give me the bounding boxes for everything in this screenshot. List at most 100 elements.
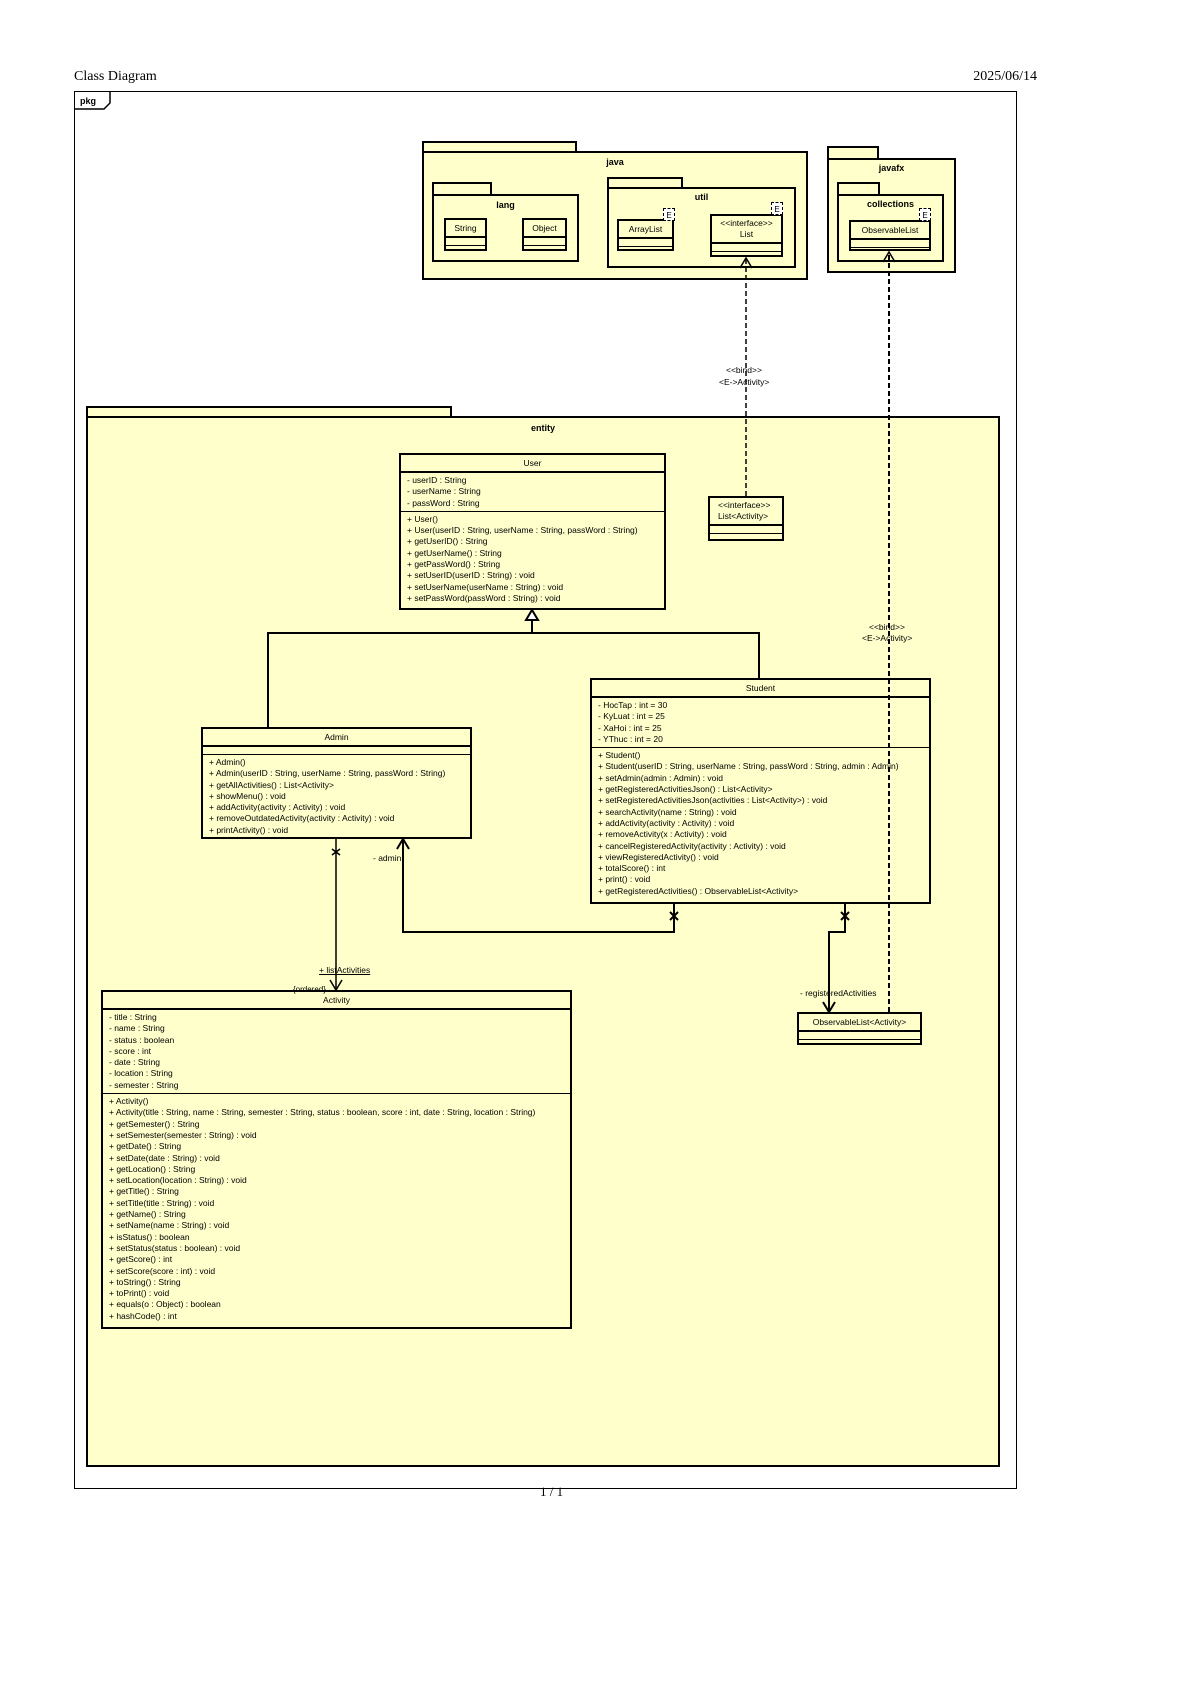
method[interactable]: + setPassWord(passWord : String) : void (407, 592, 561, 603)
attributes-compartment (524, 238, 565, 246)
methods-compartment: + Activity()+ Activity(title : String, n… (103, 1094, 570, 1324)
page-title: Class Diagram (74, 69, 157, 84)
method[interactable]: + getUserName() : String (407, 547, 502, 558)
method[interactable]: + addActivity(activity : Activity) : voi… (209, 802, 346, 813)
method[interactable]: + getUserID() : String (407, 536, 488, 547)
class-list-activity[interactable]: <<interface>>List<Activity> (708, 496, 784, 541)
class-title: ObservableList<Activity> (812, 1017, 907, 1027)
method[interactable]: + searchActivity(name : String) : void (598, 806, 737, 817)
method[interactable]: + removeOutdatedActivity(activity : Acti… (209, 813, 395, 824)
method[interactable]: + Activity(title : String, name : String… (109, 1107, 536, 1118)
method[interactable]: + hashCode() : int (109, 1310, 177, 1321)
ordered-constraint: {ordered} (293, 985, 326, 994)
attribute[interactable]: - semester : String (109, 1079, 179, 1090)
class-observablelist[interactable]: ObservableList (849, 220, 931, 251)
class-activity[interactable]: Activity- title : String- name : String-… (101, 990, 572, 1329)
diagram-frame (74, 91, 1017, 1489)
method[interactable]: + toString() : String (109, 1276, 181, 1287)
attribute[interactable]: - title : String (109, 1012, 157, 1022)
attribute[interactable]: - XaHoi : int = 25 (598, 722, 662, 733)
method[interactable]: + getScore() : int (109, 1254, 173, 1265)
attribute[interactable]: - status : boolean (109, 1034, 175, 1045)
method[interactable]: + totalScore() : int (598, 863, 666, 874)
attribute[interactable]: - passWord : String (407, 497, 480, 508)
frame-label: pkg (80, 96, 97, 106)
method[interactable]: + setRegisteredActivitiesJson(activities… (598, 795, 828, 806)
method[interactable]: + getAllActivities() : List<Activity> (209, 779, 334, 790)
method[interactable]: + User() (407, 513, 438, 524)
attribute[interactable]: - userName : String (407, 486, 481, 497)
method[interactable]: + isStatus() : boolean (109, 1231, 190, 1242)
method[interactable]: + setName(name : String) : void (109, 1220, 230, 1231)
class-list[interactable]: <<interface>>List (710, 214, 783, 257)
method[interactable]: + showMenu() : void (209, 790, 286, 801)
method[interactable]: + equals(o : Object) : boolean (109, 1299, 221, 1310)
method[interactable]: + removeActivity(x : Activity) : void (598, 829, 727, 840)
class-student[interactable]: Student - HocTap : int = 30- KyLuat : int… (590, 678, 931, 904)
method[interactable]: + getSemester() : String (109, 1118, 200, 1129)
method[interactable]: + printActivity() : void (209, 824, 289, 835)
method[interactable]: + setScore(score : int) : void (109, 1265, 216, 1276)
class-title: ObservableList (861, 225, 919, 235)
bind-binding-list: <E->Activity> (719, 377, 770, 387)
method[interactable]: + print() : void (598, 874, 651, 885)
method[interactable]: + getRegisteredActivities() : Observable… (598, 885, 799, 896)
method[interactable]: + toPrint() : void (109, 1288, 170, 1299)
attribute[interactable]: - KyLuat : int = 25 (598, 711, 665, 722)
method[interactable]: + User(userID : String, userName : Strin… (407, 525, 638, 536)
role-list-activities: + listActivities (319, 965, 371, 975)
class-admin[interactable]: Admin + Admin()+ Admin(userID : String, u… (201, 727, 472, 839)
methods-compartment: + Admin()+ Admin(userID : String, userNa… (203, 755, 470, 838)
attribute[interactable]: - date : String (109, 1057, 161, 1068)
attributes-compartment (799, 1032, 920, 1040)
method[interactable]: + setUserID(userID : String) : void (407, 570, 535, 581)
navigability-x-marker (331, 848, 341, 856)
method[interactable]: + getRegisteredActivitiesJson() : List<A… (598, 784, 773, 795)
method[interactable]: + Admin(userID : String, userName : Stri… (209, 768, 446, 779)
methods-compartment: + Student()+ Student(userID : String, us… (592, 748, 929, 899)
class-name: <<interface>>List<Activity> (710, 498, 782, 526)
method[interactable]: + setLocation(location : String) : void (109, 1175, 247, 1186)
class-arraylist[interactable]: ArrayList (617, 219, 674, 251)
method[interactable]: + setUserName(userName : String) : void (407, 581, 564, 592)
method[interactable]: + addActivity(activity : Activity) : voi… (598, 817, 735, 828)
method[interactable]: + Student() (598, 750, 641, 761)
method[interactable]: + getPassWord() : String (407, 559, 501, 570)
attribute[interactable]: - name : String (109, 1023, 165, 1034)
arrow-head-admin (396, 837, 410, 850)
attribute[interactable]: - HocTap : int = 30 (598, 700, 668, 710)
method[interactable]: + setTitle(title : String) : void (109, 1197, 215, 1208)
method[interactable]: + getDate() : String (109, 1141, 182, 1152)
method[interactable]: + getTitle() : String (109, 1186, 179, 1197)
class-observablelist-activity[interactable]: ObservableList<Activity> (797, 1012, 922, 1045)
method[interactable]: + Activity() (109, 1096, 149, 1107)
method[interactable]: + setStatus(status : boolean) : void (109, 1242, 241, 1253)
method[interactable]: + Student(userID : String, userName : St… (598, 761, 899, 772)
class-name: ArrayList (619, 221, 672, 239)
stereotype: <<interface>> (720, 218, 773, 228)
method[interactable]: + setAdmin(admin : Admin) : void (598, 772, 723, 783)
method[interactable]: + viewRegisteredActivity() : void (598, 851, 719, 862)
page-date: 2025/06/14 (973, 69, 1037, 84)
class-title: String (454, 223, 477, 233)
class-name: Activity (103, 992, 570, 1010)
method[interactable]: + cancelRegisteredActivity(activity : Ac… (598, 840, 786, 851)
generalization-line (267, 632, 760, 727)
attributes-compartment (710, 526, 782, 534)
method[interactable]: + getLocation() : String (109, 1163, 196, 1174)
method[interactable]: + setDate(date : String) : void (109, 1152, 220, 1163)
attribute[interactable]: - location : String (109, 1068, 173, 1079)
method[interactable]: + getName() : String (109, 1209, 186, 1220)
attribute[interactable]: - userID : String (407, 475, 467, 485)
class-user[interactable]: User - userID : String- userName : String… (399, 453, 666, 610)
method[interactable]: + setSemester(semester : String) : void (109, 1129, 257, 1140)
class-name: ObservableList<Activity> (799, 1014, 920, 1032)
class-name: User (401, 455, 664, 473)
class-title: Student (745, 683, 776, 693)
class-object[interactable]: Object (522, 218, 567, 251)
attribute[interactable]: - score : int (109, 1045, 152, 1056)
method[interactable]: + Admin() (209, 757, 246, 767)
class-name: Admin (203, 729, 470, 747)
class-string[interactable]: String (444, 218, 487, 251)
attribute[interactable]: - YThuc : int = 20 (598, 733, 663, 744)
